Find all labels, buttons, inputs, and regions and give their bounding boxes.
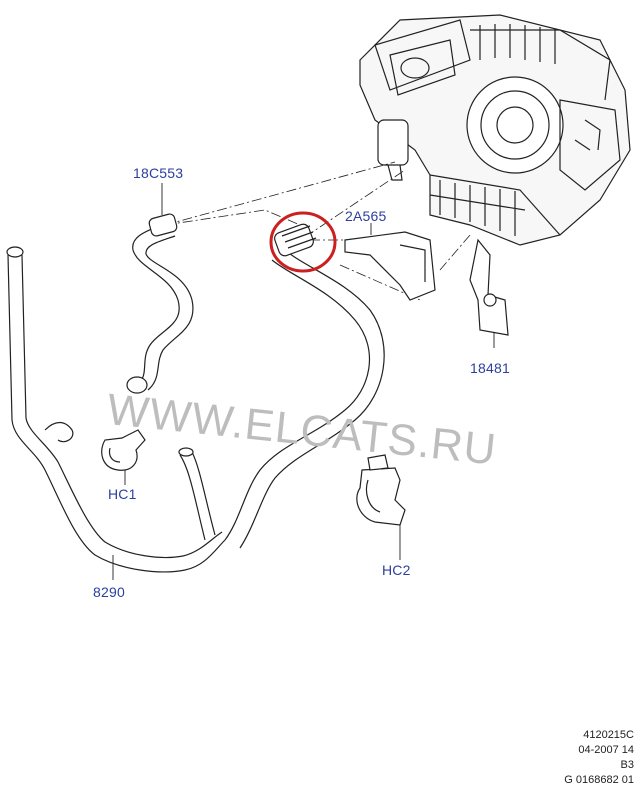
- hose-2a565: [224, 247, 385, 549]
- clip-hc1: [101, 429, 146, 471]
- clip-hc2: [356, 454, 406, 526]
- highlight-circle: [269, 211, 337, 273]
- reference-line-2: 04-2007 14: [578, 744, 634, 756]
- callout-18c553: 18C553: [133, 165, 184, 181]
- hose-8290: [6, 246, 226, 573]
- reference-line-1: 4120215C: [583, 729, 634, 741]
- callout-leaders: [112, 183, 495, 580]
- reference-block: 4120215C 04-2007 14 B3 G 0168682 01: [564, 728, 634, 788]
- reference-line-3: B3: [620, 759, 634, 771]
- heater-housing: [359, 14, 631, 246]
- callout-8290: 8290: [93, 584, 125, 600]
- hose-18c553: [126, 213, 194, 394]
- callout-2a565: 2A565: [345, 208, 387, 224]
- bracket-18481: [469, 238, 509, 336]
- reference-line-4: G 0168682 01: [564, 774, 634, 786]
- callout-hc1: HC1: [108, 486, 137, 502]
- callout-18481: 18481: [470, 360, 510, 376]
- callout-hc2: HC2: [382, 562, 411, 578]
- connector-2a565: [274, 223, 436, 301]
